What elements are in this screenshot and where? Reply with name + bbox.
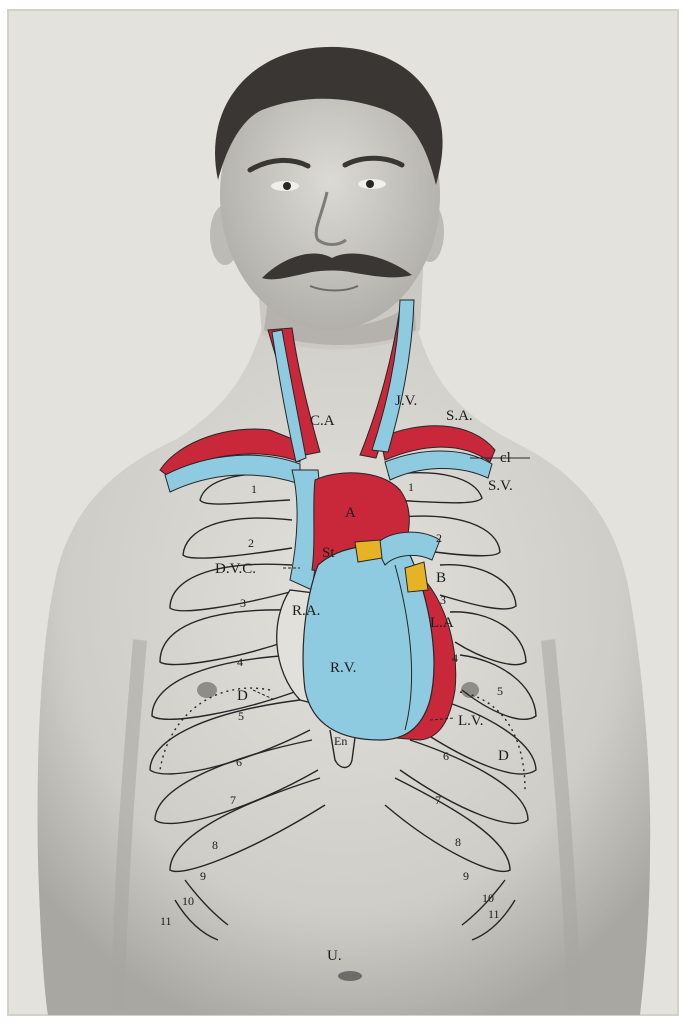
label-lv: L.V. bbox=[458, 713, 484, 729]
rib-left-10: 10 bbox=[182, 894, 194, 908]
rib-right-2: 2 bbox=[436, 531, 442, 545]
rib-right-9: 9 bbox=[463, 869, 469, 883]
label-ca: C.A bbox=[310, 413, 335, 429]
label-d-left: D bbox=[237, 688, 248, 704]
label-dvc: D.V.C. bbox=[215, 561, 256, 577]
label-la: L.A bbox=[430, 615, 454, 631]
mitral-valve bbox=[405, 562, 428, 592]
label-sa: S.A. bbox=[446, 408, 473, 424]
label-cl: cl bbox=[500, 450, 511, 466]
rib-left-8: 8 bbox=[212, 838, 218, 852]
aortic-valve bbox=[355, 540, 382, 562]
navel bbox=[338, 971, 362, 981]
rib-right-7: 7 bbox=[435, 793, 441, 807]
rib-right-11: 11 bbox=[488, 907, 500, 921]
label-d-right: D bbox=[498, 748, 509, 764]
right-nipple bbox=[197, 682, 217, 698]
label-rv: R.V. bbox=[330, 660, 356, 676]
rib-left-6: 6 bbox=[236, 755, 242, 769]
label-sv: S.V. bbox=[488, 478, 513, 494]
label-ra: R.A. bbox=[292, 603, 320, 619]
label-jv: J.V. bbox=[395, 393, 417, 409]
rib-left-3: 3 bbox=[240, 596, 246, 610]
rib-left-5: 5 bbox=[238, 709, 244, 723]
rib-right-10: 10 bbox=[482, 891, 494, 905]
label-a: A bbox=[345, 505, 356, 521]
rib-right-4: 4 bbox=[452, 651, 458, 665]
right-pupil bbox=[283, 182, 291, 190]
rib-left-2: 2 bbox=[248, 536, 254, 550]
left-pupil bbox=[366, 180, 374, 188]
rib-left-1: 1 bbox=[251, 482, 257, 496]
label-st: St bbox=[322, 545, 335, 561]
rib-left-4: 4 bbox=[237, 655, 243, 669]
rib-right-5: 5 bbox=[497, 684, 503, 698]
rib-left-7: 7 bbox=[230, 793, 236, 807]
label-en: En bbox=[334, 734, 347, 748]
rib-left-9: 9 bbox=[200, 869, 206, 883]
rib-left-11: 11 bbox=[160, 914, 172, 928]
rib-right-3: 3 bbox=[440, 593, 446, 607]
rib-right-8: 8 bbox=[455, 835, 461, 849]
label-b: B bbox=[436, 570, 446, 586]
rib-right-1: 1 bbox=[408, 480, 414, 494]
rib-right-6: 6 bbox=[443, 749, 449, 763]
label-u: U. bbox=[327, 948, 342, 964]
